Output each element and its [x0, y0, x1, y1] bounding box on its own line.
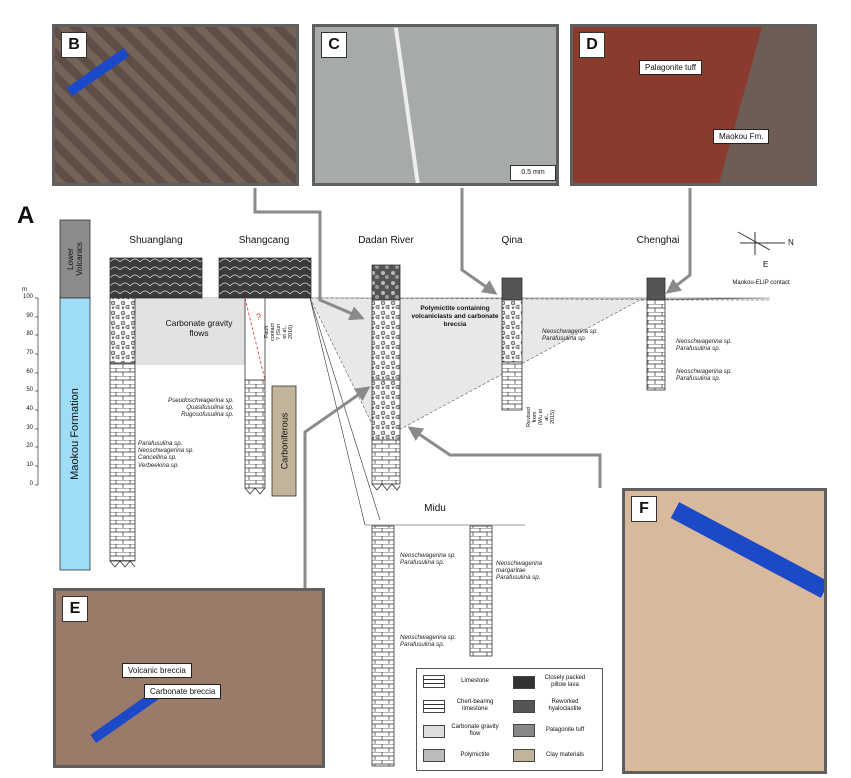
tick-90: 90	[26, 313, 33, 319]
tick-100: 100	[22, 294, 33, 300]
scale-unit: m	[22, 287, 27, 293]
section-qina: Qina	[501, 235, 523, 246]
compass-e: E	[763, 260, 769, 269]
maokou-elip-label: Maokou-ELIP contact	[732, 280, 790, 286]
section-dadan: Dadan River	[358, 235, 414, 246]
palagonite-callout: Palagonite tuff	[639, 60, 703, 75]
carboniferous-label: Carboniferous	[279, 412, 289, 470]
section-chenghai: Chenghai	[636, 235, 680, 246]
panel-label-b: B	[61, 32, 87, 58]
tick-70: 70	[26, 350, 33, 356]
tick-30: 30	[26, 425, 33, 431]
tick-20: 20	[26, 443, 33, 449]
panel-label-d: D	[579, 32, 605, 58]
revised-box: Revised from (Wu et al., 2015)	[526, 392, 556, 442]
photo-d: D Palagonite tuff Maokou Fm.	[570, 24, 817, 186]
scale-bar: 0.5 mm	[510, 165, 556, 181]
tick-40: 40	[26, 406, 33, 412]
fault-contact-box: Fault contact ? (Sun et al., 2016)	[264, 302, 294, 362]
tick-10: 10	[26, 462, 33, 468]
photo-f: F	[622, 488, 827, 774]
maokou-callout: Maokou Fm.	[713, 129, 770, 144]
fault-contact-label: Fault contact ? (Sun et al., 2016)	[264, 323, 294, 341]
fossil-midu-3: Neoschwagerina sp. Parafusulina sp.	[400, 634, 457, 649]
legend-clay: Clay materials	[513, 749, 589, 762]
fossil-qina: Neoschwagerina sp. Parafusulina sp.	[542, 328, 599, 343]
section-shangcang: Shangcang	[238, 235, 290, 246]
panel-label-c: C	[321, 32, 347, 58]
fault-question: ?	[256, 312, 262, 322]
fossil-midu-1: Neoschwagerina sp. Parafusulina sp.	[400, 552, 457, 567]
carbonate-breccia-callout: Carbonate breccia	[144, 684, 222, 699]
legend-pillow: Closely packed pillow lava	[513, 675, 589, 689]
legend-polymictite: Polymictite	[423, 749, 499, 762]
tick-80: 80	[26, 331, 33, 337]
panel-label-f: F	[631, 496, 657, 522]
photo-b: B	[52, 24, 299, 186]
fossil-chenghai-1: Neoschwagerina sp. Parafusulina sp.	[676, 338, 733, 353]
legend: Limestone Chert-bearing limestone Carbon…	[416, 668, 603, 771]
fossil-shuanglang: Parafusulina sp. Neoschwagerina sp. Canc…	[138, 440, 195, 469]
legend-chert: Chert-bearing limestone	[423, 699, 499, 713]
carboniferous-column: Carboniferous	[272, 386, 296, 496]
carbonate-gravity-label: Carbonate gravity flows	[165, 318, 233, 338]
polymictite-label: Polymictite containing volcaniclasts and…	[411, 305, 499, 328]
tick-60: 60	[26, 369, 33, 375]
panel-label-a: A	[17, 202, 35, 229]
legend-palagonite: Palagonite tuff	[513, 724, 589, 737]
section-shuanglang: Shuanglang	[129, 235, 183, 246]
compass-n: N	[788, 238, 794, 247]
photo-c: C 0.5 mm	[312, 24, 559, 186]
maokou-formation-column: Maokou Formation	[60, 300, 90, 568]
legend-gravity: Carbonate gravity flow	[423, 724, 499, 738]
legend-limestone: Limestone	[423, 675, 499, 688]
tick-0: 0	[29, 481, 33, 487]
maokou-formation-label: Maokou Formation	[69, 388, 81, 480]
fossil-shangcang: Pseudoschwagerina sp. Quasifusulina sp. …	[168, 397, 234, 419]
revised-label: Revised from (Wu et al., 2015)	[526, 407, 556, 427]
section-midu: Midu	[424, 503, 446, 514]
volcanic-breccia-callout: Volcanic breccia	[122, 663, 192, 678]
tick-50: 50	[26, 387, 33, 393]
fossil-chenghai-2: Neoschwagerina sp. Parafusulina sp.	[676, 368, 733, 383]
fossil-midu-2: Neoschwagerina margaritae Parafusulina s…	[496, 560, 543, 582]
panel-label-e: E	[62, 596, 88, 622]
legend-hyaloclastite: Reworked hyaloclastite	[513, 699, 589, 713]
lower-volcanics-column: Lower Volcanics	[60, 222, 90, 296]
photo-e: E Volcanic breccia Carbonate breccia	[53, 588, 325, 768]
lower-volcanics-label: Lower Volcanics	[66, 242, 85, 276]
